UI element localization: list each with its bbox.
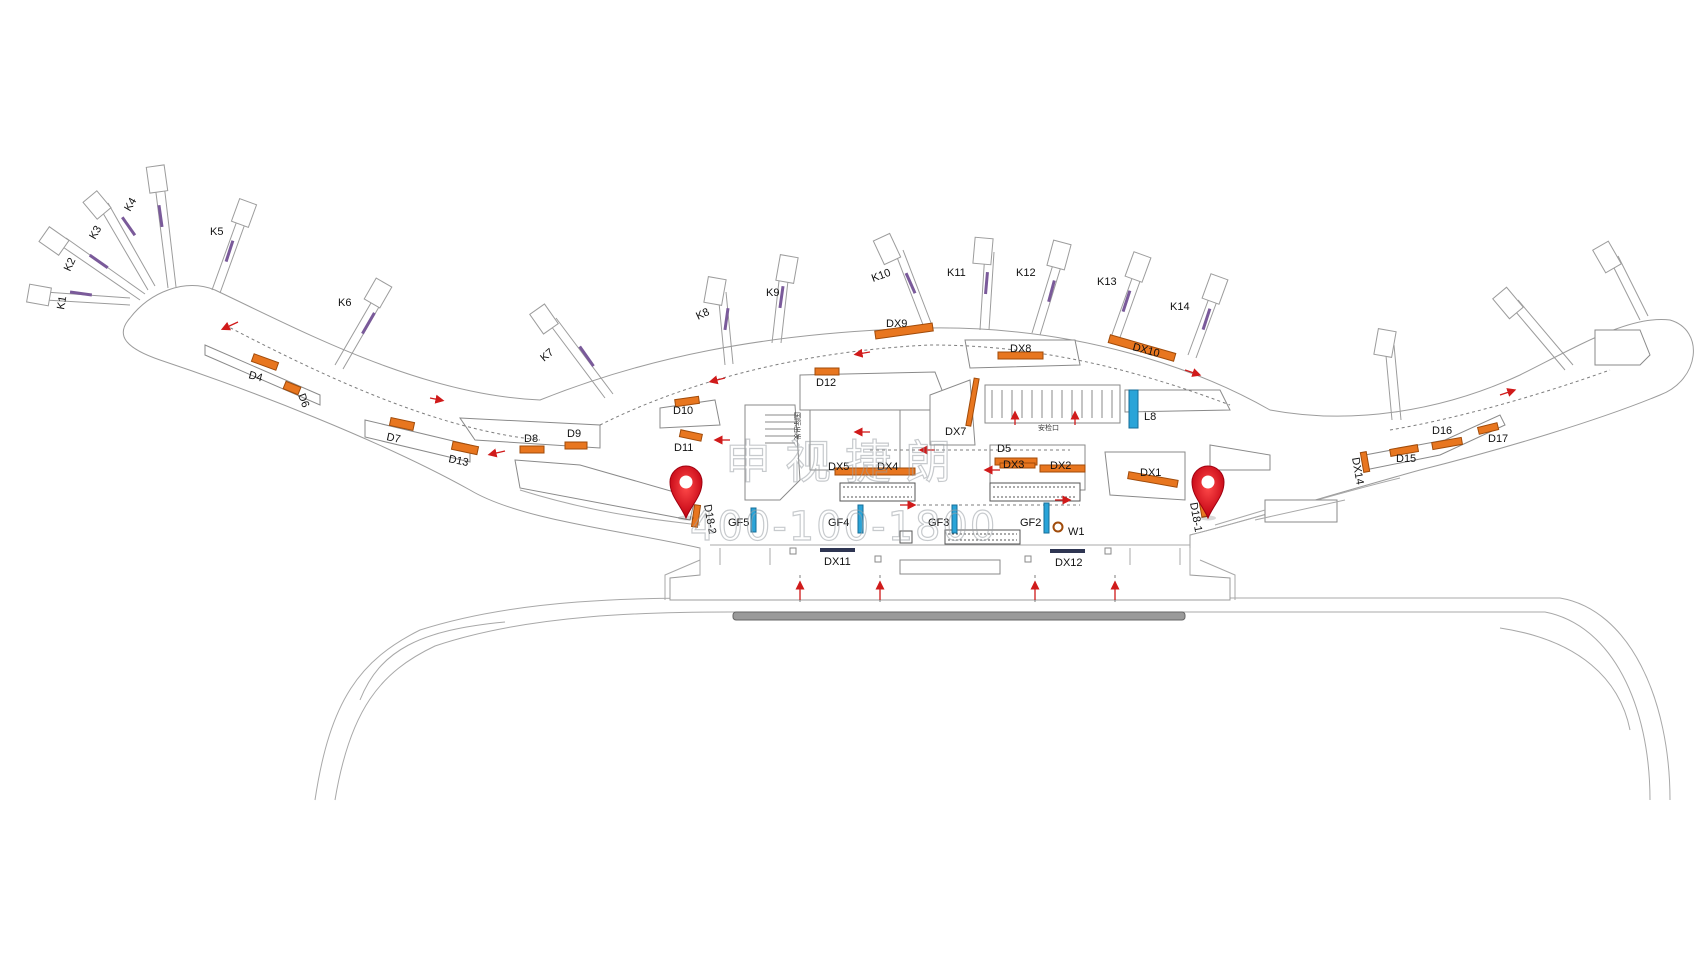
ad-label: D5: [997, 443, 1011, 455]
watermark-brand: 申视捷朗: [725, 435, 965, 489]
terminal-outline: [122, 285, 1694, 601]
ad-label: GF5: [728, 517, 749, 529]
jetway-strips: [69, 204, 1212, 367]
ad-label: DX7: [945, 426, 966, 438]
ad-label: DX5: [828, 461, 849, 473]
ad-label: D11: [674, 442, 693, 454]
ad-label: GF3: [928, 517, 949, 529]
ad-label: D17: [1488, 433, 1508, 445]
ad-label: DX2: [1050, 460, 1071, 472]
security-lanes: [765, 384, 1121, 444]
ad-label: DX14: [1349, 456, 1366, 485]
gate-label: K10: [870, 267, 893, 285]
ad-label: GF4: [828, 517, 849, 529]
ad-label: W1: [1068, 526, 1085, 538]
ad-label: DX9: [886, 318, 907, 330]
ad-label: D4: [247, 369, 264, 384]
ad-label: DX3: [1003, 459, 1024, 471]
ad-label: D12: [816, 377, 836, 389]
gate-label: K2: [62, 256, 79, 273]
ad-label: D9: [567, 428, 581, 440]
ad-label: D7: [385, 431, 401, 446]
location-pins: [669, 465, 1225, 521]
ad-label: DX12: [1055, 557, 1083, 569]
ad-label: GF2: [1020, 517, 1041, 529]
watermark: 申视捷朗 400-100-1800: [689, 434, 997, 550]
security-checkpoint-label: 安检口: [1038, 423, 1059, 432]
facility-labels: 安检口 国际出发: [793, 412, 1059, 440]
ad-panels: [250, 322, 1500, 533]
ad-label: L8: [1144, 411, 1156, 423]
gate-label: K5: [210, 226, 223, 238]
ad-label: D18-1: [1187, 501, 1204, 533]
gate-label: K13: [1097, 276, 1117, 288]
ad-label: D10: [673, 405, 693, 417]
gate-label: K14: [1170, 301, 1190, 313]
watermark-phone: 400-100-1800: [690, 504, 997, 550]
ad-label: D13: [447, 453, 469, 469]
ad-label: DX4: [877, 461, 898, 473]
ad-label: D6: [295, 392, 311, 409]
jetways: [26, 164, 1649, 421]
landside-road: [314, 559, 1671, 801]
ad-label: D8: [524, 433, 538, 445]
ad-label: D16: [1432, 425, 1452, 437]
gate-label: K11: [947, 267, 966, 279]
pin-d18-1[interactable]: [1191, 465, 1225, 521]
ad-label: DX11: [824, 556, 851, 568]
gate-label: K9: [766, 287, 779, 299]
pin-d18-2[interactable]: [669, 465, 703, 521]
gate-label: K7: [538, 346, 556, 364]
lightboxes: [750, 389, 1139, 534]
gate-label: K3: [87, 224, 104, 242]
ad-label: D15: [1396, 453, 1416, 465]
gate-label: K1: [55, 295, 69, 310]
gate-label: K6: [338, 297, 351, 309]
ad-label: DX8: [1010, 343, 1031, 355]
direction-arrows: [220, 321, 1517, 600]
curbside-strip: [732, 611, 1186, 621]
ad-label: D18-2: [701, 503, 718, 535]
ad-label: DX1: [1140, 467, 1161, 479]
passage-label: 国际出发: [793, 412, 802, 440]
check-in-counters: [839, 482, 1081, 545]
gate-label: K12: [1016, 267, 1036, 279]
gate-labels: K1 K2 K3 K4 K5 K6 K7 K8 K9 K10 K11 K12 K…: [55, 196, 1189, 364]
gate-label: K4: [122, 196, 139, 214]
gate-label: K8: [694, 306, 711, 323]
dark-panels: [820, 548, 1085, 553]
